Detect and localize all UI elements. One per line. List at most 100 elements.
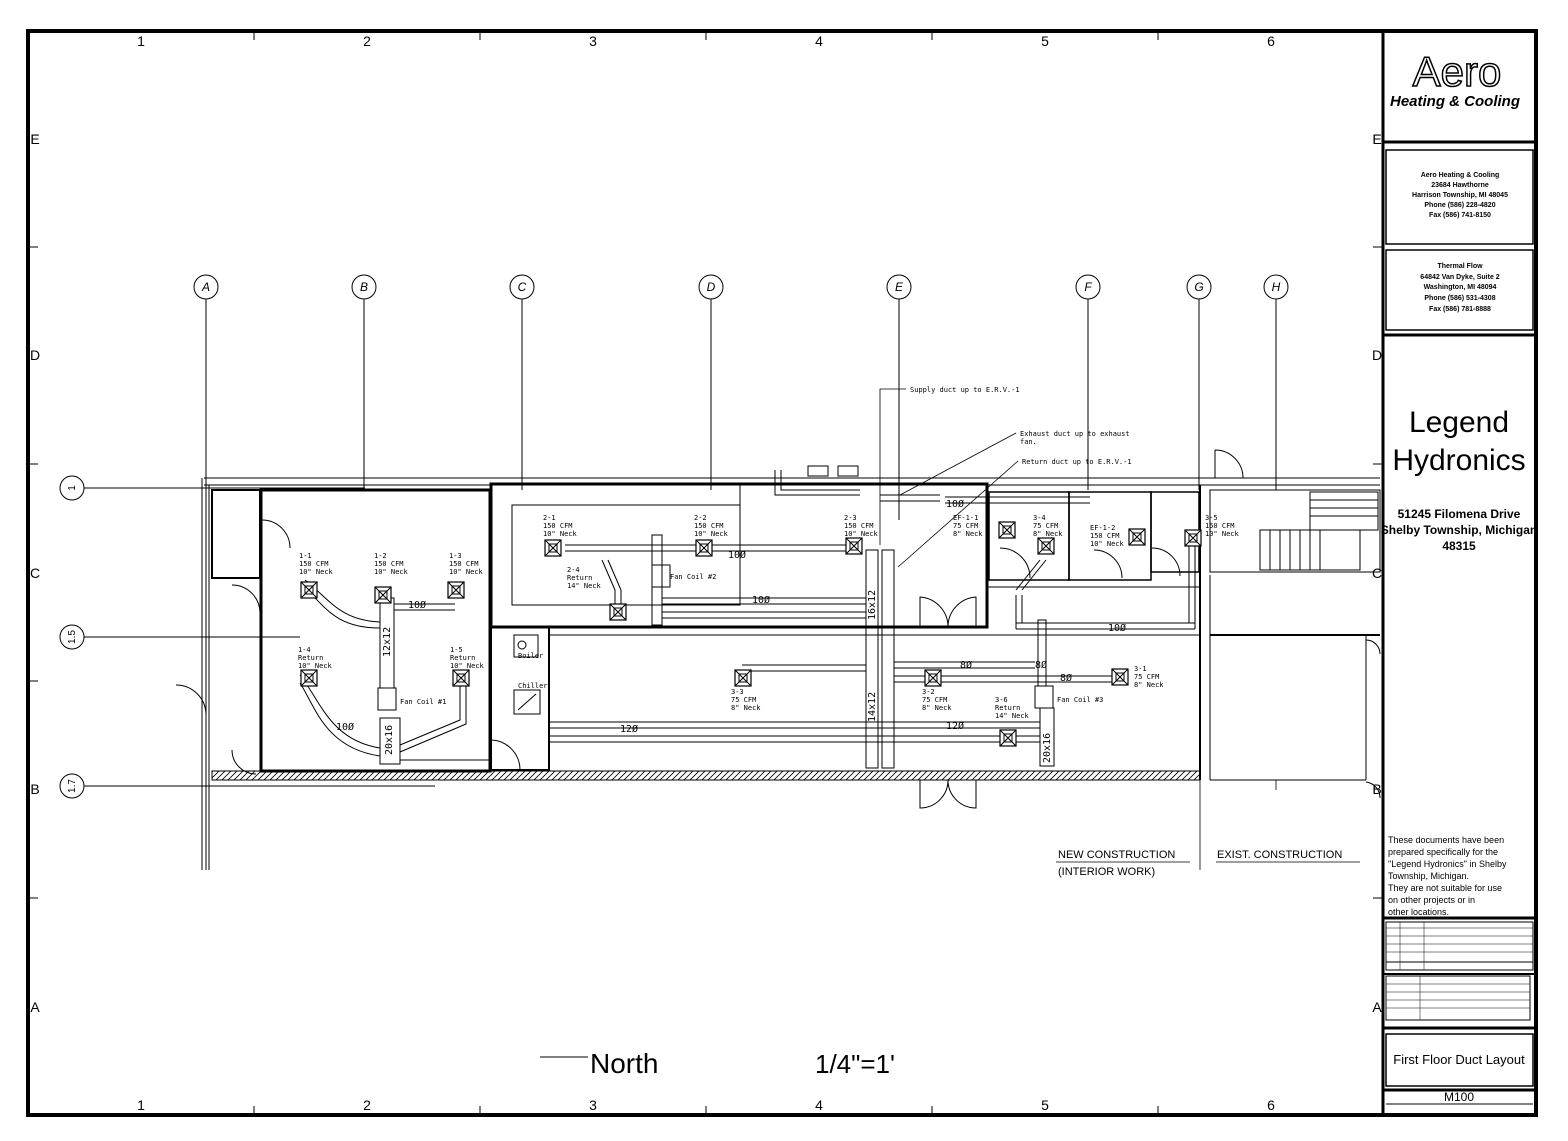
svg-text:1-1: 1-1 — [299, 552, 312, 560]
svg-text:3-2: 3-2 — [922, 688, 935, 696]
row-label-right: D — [1372, 347, 1382, 363]
svg-text:They are not suitable for use: They are not suitable for use — [1388, 883, 1502, 893]
construction-labels: NEW CONSTRUCTION (INTERIOR WORK) EXIST. … — [1058, 849, 1342, 878]
svg-text:2-2: 2-2 — [694, 514, 707, 522]
svg-text:150 CFM: 150 CFM — [844, 522, 874, 530]
fan-coil-1-label: Fan Coil #1 — [400, 698, 446, 706]
column-label-top: 5 — [1041, 33, 1049, 49]
title-block — [1383, 140, 1536, 1105]
svg-text:1-4: 1-4 — [298, 646, 311, 654]
duct-size-label: 14x12 — [867, 692, 878, 722]
ductwork — [299, 465, 1196, 769]
column-label-top: 2 — [363, 33, 371, 49]
duct-size-label: 12x12 — [382, 627, 393, 657]
svg-text:150 CFM: 150 CFM — [299, 560, 329, 568]
svg-text:2-3: 2-3 — [844, 514, 857, 522]
diffuser-2-4 — [609, 603, 627, 621]
svg-text:EF-1-2: EF-1-2 — [1090, 524, 1115, 532]
diffuser-2-1 — [544, 539, 562, 557]
svg-text:Township, Michigan.: Township, Michigan. — [1388, 871, 1469, 881]
diffuser-2-3 — [845, 537, 863, 555]
svg-text:10" Neck: 10" Neck — [298, 662, 333, 670]
svg-text:23684 Hawthorne: 23684 Hawthorne — [1431, 182, 1489, 189]
hatched-wall — [211, 770, 1201, 781]
svg-text:8" Neck: 8" Neck — [1134, 681, 1164, 689]
duct-size-label: 20x16 — [1042, 733, 1053, 763]
svg-text:10" Neck: 10" Neck — [299, 568, 334, 576]
duct-size-label: 8Ø — [960, 659, 972, 671]
row-bubble-1-5: 1.5 — [67, 630, 78, 644]
diffuser-1-1 — [300, 581, 318, 599]
project-name-line-2: Hydronics — [1392, 444, 1525, 477]
row-label-left: D — [30, 347, 40, 363]
column-label-bottom: 2 — [363, 1097, 371, 1113]
boiler-label: Boiler — [518, 652, 543, 660]
svg-text:2-1: 2-1 — [543, 514, 556, 522]
svg-text:Phone (586) 228-4820: Phone (586) 228-4820 — [1424, 202, 1495, 209]
duct-size-labels: 10Ø 10Ø 10Ø 10Ø 10Ø 10Ø 12Ø 12Ø 8Ø 8Ø 8Ø… — [336, 498, 1126, 763]
svg-text:3-5: 3-5 — [1205, 514, 1218, 522]
diffuser-1-2 — [374, 586, 392, 604]
border-ticks — [28, 31, 1383, 1115]
existing-construction-label: EXIST. CONSTRUCTION — [1217, 849, 1342, 861]
duct-size-label: 10Ø — [336, 721, 354, 733]
diffuser-3-5 — [1184, 529, 1202, 547]
duct-size-label: 10Ø — [946, 498, 964, 510]
svg-text:Harrison Township, MI 48045: Harrison Township, MI 48045 — [1412, 192, 1508, 199]
diffuser-symbols — [300, 521, 1202, 747]
logo-main: Aero — [1413, 48, 1502, 95]
duct-size-label: 8Ø — [1035, 659, 1047, 671]
column-label-bottom: 6 — [1267, 1097, 1275, 1113]
svg-text:Phone (586) 531-4308: Phone (586) 531-4308 — [1424, 295, 1495, 302]
row-label-right: A — [1372, 999, 1382, 1015]
duct-size-label: 16x12 — [867, 590, 878, 620]
north-label: North — [590, 1048, 658, 1079]
stair — [1259, 491, 1379, 571]
new-construction-label: NEW CONSTRUCTION — [1058, 849, 1175, 861]
column-label-bottom: 1 — [137, 1097, 145, 1113]
svg-text:10" Neck: 10" Neck — [449, 568, 484, 576]
svg-text:10" Neck: 10" Neck — [543, 530, 578, 538]
disclaimer: These documents have been prepared speci… — [1388, 835, 1507, 917]
fan-coil-3-label: Fan Coil #3 — [1057, 696, 1103, 704]
diffuser-ef-1-2 — [1128, 528, 1146, 546]
chiller-label: Chiller — [518, 682, 548, 690]
svg-text:75 CFM: 75 CFM — [731, 696, 756, 704]
svg-text:Return: Return — [298, 654, 323, 662]
column-label-bottom: 4 — [815, 1097, 823, 1113]
svg-text:150 CFM: 150 CFM — [1205, 522, 1235, 530]
diffuser-3-6 — [999, 729, 1017, 747]
svg-text:Washington, MI 48094: Washington, MI 48094 — [1424, 284, 1497, 291]
svg-text:8" Neck: 8" Neck — [953, 530, 983, 538]
svg-text:Return: Return — [567, 574, 592, 582]
diffuser-2-2 — [695, 539, 713, 557]
svg-text:Thermal Flow: Thermal Flow — [1437, 263, 1483, 270]
engineer-info: Thermal Flow 64842 Van Dyke, Suite 2 Was… — [1420, 263, 1499, 313]
column-label-bottom: 5 — [1041, 1097, 1049, 1113]
sheet-number: M100 — [1444, 1090, 1474, 1104]
svg-text:150 CFM: 150 CFM — [374, 560, 404, 568]
svg-text:14" Neck: 14" Neck — [567, 582, 602, 590]
svg-text:1-5: 1-5 — [450, 646, 463, 654]
duct-size-label: 20x16 — [384, 725, 395, 755]
svg-text:10" Neck: 10" Neck — [694, 530, 729, 538]
row-label-right: C — [1372, 565, 1382, 581]
svg-text:prepared specifically for the: prepared specifically for the — [1388, 847, 1498, 857]
svg-text:8" Neck: 8" Neck — [1033, 530, 1063, 538]
grid-bubble-c: C — [518, 280, 527, 294]
project-name-line-1: Legend — [1409, 406, 1509, 439]
diffuser-3-4 — [1037, 537, 1055, 555]
column-label-top: 1 — [137, 33, 145, 49]
grid-column-lines — [193, 274, 1289, 870]
